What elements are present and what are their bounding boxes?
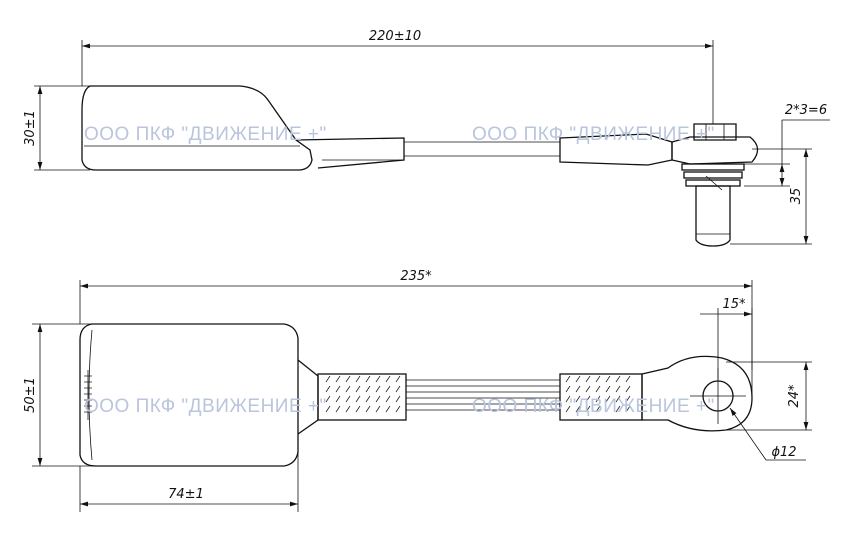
dim-label-74: 74±1 bbox=[168, 487, 204, 502]
watermark-top-left: ООО ПКФ "ДВИЖЕНИЕ +" bbox=[84, 124, 327, 145]
sleeve-left-pattern bbox=[325, 375, 401, 413]
buckle-slot-curve bbox=[88, 329, 93, 461]
watermark-bottom-right: ООО ПКФ "ДВИЖЕНИЕ +" bbox=[472, 396, 715, 417]
washer-2 bbox=[683, 171, 743, 179]
eye-plate-plan bbox=[641, 355, 753, 432]
strap-upper-edge bbox=[295, 137, 405, 169]
bottom-view: 235* 50±1 74±1 15* 24* ϕ12 bbox=[23, 269, 812, 512]
watermark-bottom-left: ООО ПКФ "ДВИЖЕНИЕ +" bbox=[84, 396, 327, 417]
washer-1 bbox=[681, 163, 745, 171]
hex-nut-top bbox=[693, 123, 737, 141]
dim-label-50: 50±1 bbox=[23, 377, 38, 413]
bolt-shank bbox=[695, 185, 731, 247]
dim-label-hole: ϕ12 bbox=[771, 445, 796, 460]
buckle-plan-outline bbox=[79, 323, 299, 467]
watermark-top-right: ООО ПКФ "ДВИЖЕНИЕ +" bbox=[472, 124, 715, 145]
strap-webbing bbox=[406, 379, 560, 411]
dim-label-35: 35 bbox=[789, 188, 804, 205]
top-view: 220±10 30±1 2*3=6 35 bbox=[23, 29, 830, 247]
buckle-side-profile bbox=[81, 85, 313, 171]
washer-3 bbox=[685, 179, 741, 187]
dim-label-30: 30±1 bbox=[23, 110, 38, 146]
dim-label-24: 24* bbox=[787, 384, 802, 408]
buckle-slot-hatch bbox=[84, 375, 92, 413]
leader-hole bbox=[729, 407, 767, 461]
strap-sleeve-left bbox=[317, 373, 407, 421]
dim-label-washers: 2*3=6 bbox=[785, 103, 827, 118]
bolt-thread-mark bbox=[705, 175, 723, 191]
sleeve-right-pattern bbox=[565, 375, 631, 413]
dim-label-15: 15* bbox=[722, 297, 746, 312]
dim-label-220: 220±10 bbox=[369, 29, 421, 44]
dim-label-235: 235* bbox=[400, 269, 432, 284]
eye-plate-side bbox=[671, 136, 759, 165]
watermarks: ООО ПКФ "ДВИЖЕНИЕ +" ООО ПКФ "ДВИЖЕНИЕ +… bbox=[84, 124, 715, 417]
